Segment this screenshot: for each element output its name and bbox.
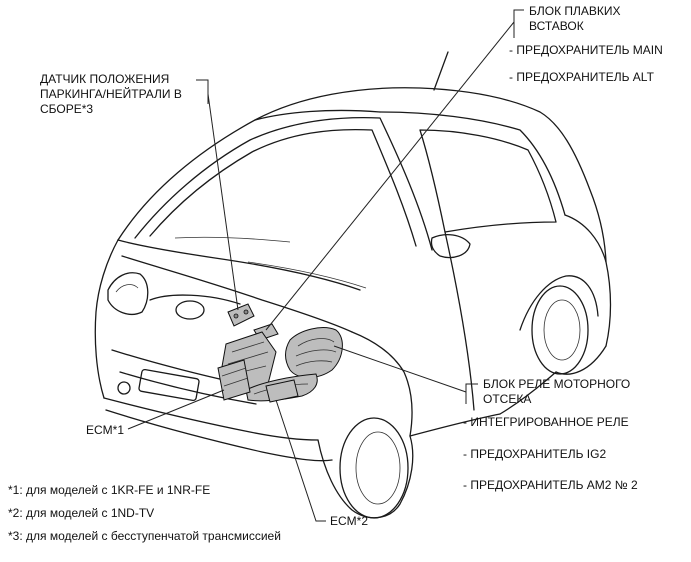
park-sensor-label-line1: ДАТЧИК ПОЛОЖЕНИЯ [40,72,170,86]
ecm1-part [217,359,251,401]
relay-block-label-line1: БЛОК РЕЛЕ МОТОРНОГО [483,377,631,391]
leader-lines [127,9,524,522]
fuse-alt-label: - ПРЕДОХРАНИТЕЛЬ ALT [509,70,654,84]
engine-relay-block-part [285,327,343,378]
ecm2-part [265,379,299,403]
fuse-main-label: - ПРЕДОХРАНИТЕЛЬ MAIN [509,43,663,57]
car-body [94,51,612,519]
footnote-3: *3: для моделей с бесступенчатой трансми… [8,529,281,543]
footnote-1: *1: для моделей с 1KR-FE и 1NR-FE [8,483,211,497]
ecm1-label: ECM*1 [86,423,125,437]
integrated-relay-label: - ИНТЕГРИРОВАННОЕ РЕЛЕ [463,415,629,429]
park-neutral-sensor-part [227,303,255,327]
fuse-block-label-line2: ВСТАВОК [529,19,584,33]
footnote-2: *2: для моделей с 1ND-TV [8,506,155,520]
relay-block-label-line2: ОТСЕКА [483,392,532,406]
park-sensor-label-line2: ПАРКИНГА/НЕЙТРАЛИ В [40,87,182,101]
fuse-block-label-line1: БЛОК ПЛАВКИХ [529,4,621,18]
fuse-am2-label: - ПРЕДОХРАНИТЕЛЬ AM2 № 2 [463,478,638,492]
ecm2-label: ECM*2 [330,514,369,528]
park-sensor-label-line3: СБОРЕ*3 [40,102,94,116]
fuse-ig2-label: - ПРЕДОХРАНИТЕЛЬ IG2 [463,447,607,461]
